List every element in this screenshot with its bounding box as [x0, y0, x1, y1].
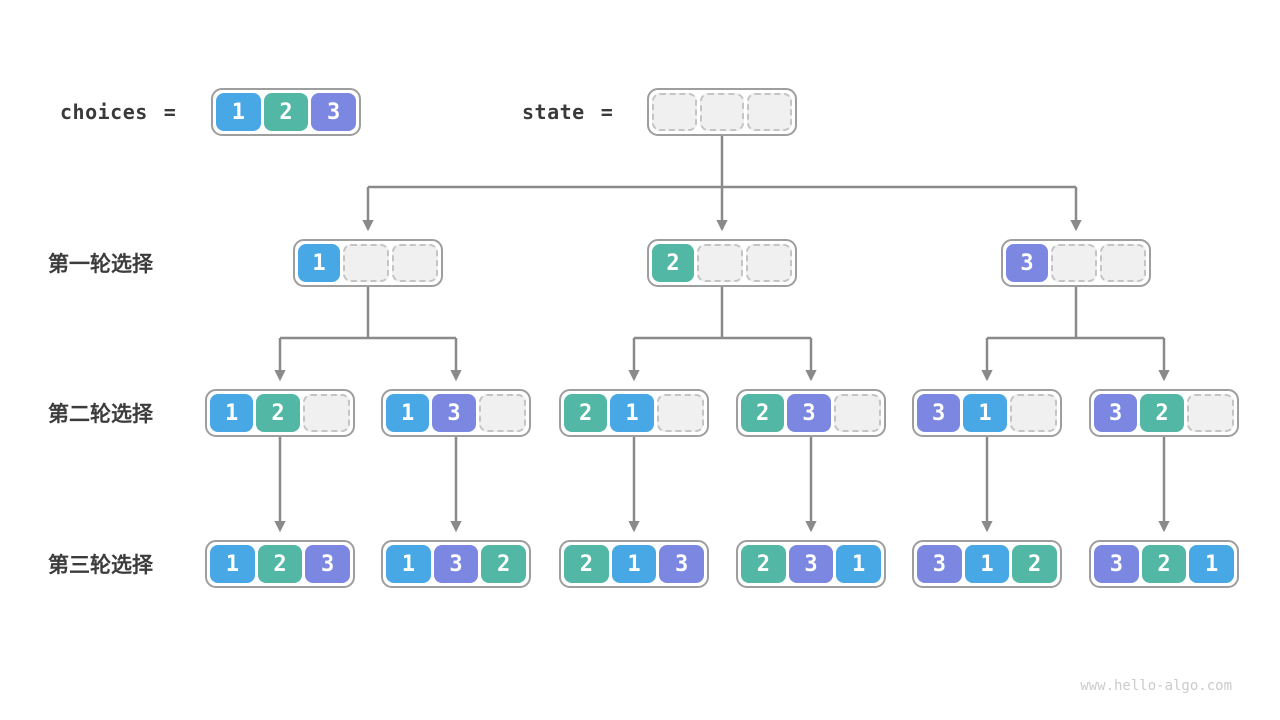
array-cell-3: 3 — [311, 93, 357, 131]
array-cell-1: 1 — [216, 93, 261, 131]
array-cell-3: 3 — [432, 394, 476, 432]
array-cell-1: 1 — [386, 545, 431, 583]
choices-expression: choices = — [60, 88, 176, 136]
array-cell-1: 1 — [210, 394, 254, 432]
array-cell-empty — [1186, 394, 1234, 432]
array-cell-empty — [833, 394, 881, 432]
array-cell-2: 2 — [741, 394, 785, 432]
array-cell-empty — [656, 394, 704, 432]
array-cell-3: 3 — [1094, 545, 1139, 583]
array-cell-empty — [1051, 244, 1097, 282]
array-cell-empty — [1009, 394, 1057, 432]
array-cell-2: 2 — [652, 244, 694, 282]
array-cell-1: 1 — [610, 394, 654, 432]
array-cell-3: 3 — [917, 545, 962, 583]
array-cell-empty — [652, 93, 697, 131]
array-cell-empty — [747, 93, 793, 131]
state-label: state — [522, 100, 585, 124]
array-cell-3: 3 — [1006, 244, 1048, 282]
array-cell-3: 3 — [917, 394, 961, 432]
round-3-label: 第三轮选择 — [48, 554, 153, 577]
array-cell-3: 3 — [788, 545, 834, 583]
array-cell-1: 1 — [963, 394, 1007, 432]
array-cell-empty — [343, 244, 389, 282]
array-cell-2: 2 — [1012, 545, 1058, 583]
array-cell-3: 3 — [659, 545, 705, 583]
array-cell-2: 2 — [257, 545, 303, 583]
array-cell-2: 2 — [1140, 394, 1184, 432]
array-cell-1: 1 — [611, 545, 657, 583]
array-cell-2: 2 — [1141, 545, 1187, 583]
node-round1-2: 2 — [647, 239, 797, 287]
round-1-label: 第一轮选择 — [48, 253, 153, 276]
array-cell-2: 2 — [741, 545, 786, 583]
array-cell-empty — [697, 244, 743, 282]
node-round1-3: 3 — [1001, 239, 1151, 287]
equals-sign: = — [163, 100, 177, 124]
array-cell-empty — [699, 93, 745, 131]
array-cell-1: 1 — [298, 244, 340, 282]
array-cell-2: 2 — [256, 394, 300, 432]
array-cell-3: 3 — [433, 545, 479, 583]
array-cell-empty — [392, 244, 438, 282]
node-round1-1: 1 — [293, 239, 443, 287]
array-cell-1: 1 — [964, 545, 1010, 583]
array-cell-2: 2 — [564, 545, 609, 583]
array-cell-empty — [746, 244, 792, 282]
array-cell-1: 1 — [1189, 545, 1235, 583]
array-cell-3: 3 — [1094, 394, 1138, 432]
array-cell-2: 2 — [564, 394, 608, 432]
array-cell-1: 1 — [386, 394, 430, 432]
array-cell-1: 1 — [210, 545, 255, 583]
choices-label: choices — [60, 100, 148, 124]
array-cell-2: 2 — [263, 93, 309, 131]
watermark: www.hello-algo.com — [1080, 678, 1232, 694]
array-cell-empty — [1100, 244, 1146, 282]
equals-sign: = — [600, 100, 614, 124]
state-expression: state = — [522, 88, 613, 136]
array-cell-empty — [478, 394, 526, 432]
state-array — [647, 88, 797, 136]
array-cell-2: 2 — [481, 545, 527, 583]
array-cell-3: 3 — [305, 545, 351, 583]
array-cell-1: 1 — [836, 545, 882, 583]
array-cell-3: 3 — [787, 394, 831, 432]
array-cell-empty — [302, 394, 350, 432]
round-2-label: 第二轮选择 — [48, 403, 153, 426]
